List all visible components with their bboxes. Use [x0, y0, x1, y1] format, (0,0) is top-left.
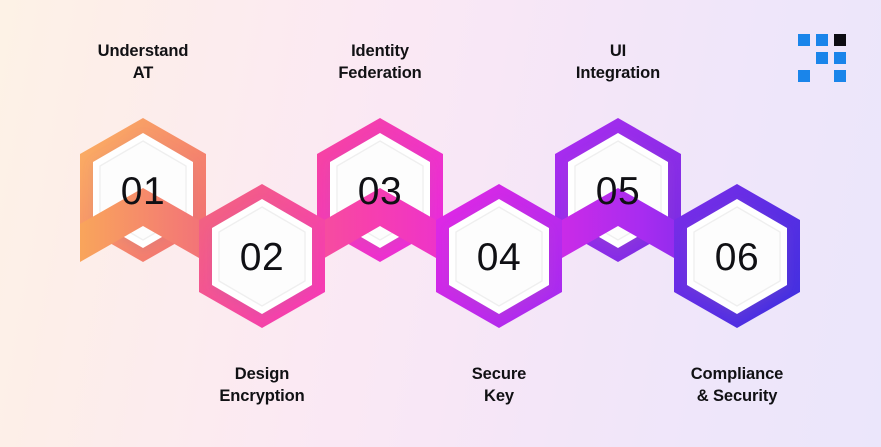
- step-number-05: 05: [596, 170, 640, 213]
- grid-square-icon: [816, 52, 828, 64]
- step-number-01: 01: [121, 170, 165, 213]
- step-number-04: 04: [477, 236, 521, 279]
- hexagon-step-02[interactable]: [199, 184, 325, 328]
- step-number-06: 06: [715, 236, 759, 279]
- hexagon-step-04[interactable]: [436, 184, 562, 328]
- hexagons-front-layer: [199, 184, 800, 328]
- grid-square-icon: [816, 34, 828, 46]
- grid-square-icon: [798, 34, 810, 46]
- grid-square-icon: [834, 70, 846, 82]
- hexagon-step-06[interactable]: [674, 184, 800, 328]
- grid-square-icon: [834, 52, 846, 64]
- grid-square-icon: [798, 70, 810, 82]
- step-numbers: 01 02 03 04 05 06: [121, 170, 759, 279]
- square-dot-grid-icon: [798, 34, 846, 82]
- step-number-03: 03: [358, 170, 402, 213]
- step-number-02: 02: [240, 236, 284, 279]
- grid-square-icon: [834, 34, 846, 46]
